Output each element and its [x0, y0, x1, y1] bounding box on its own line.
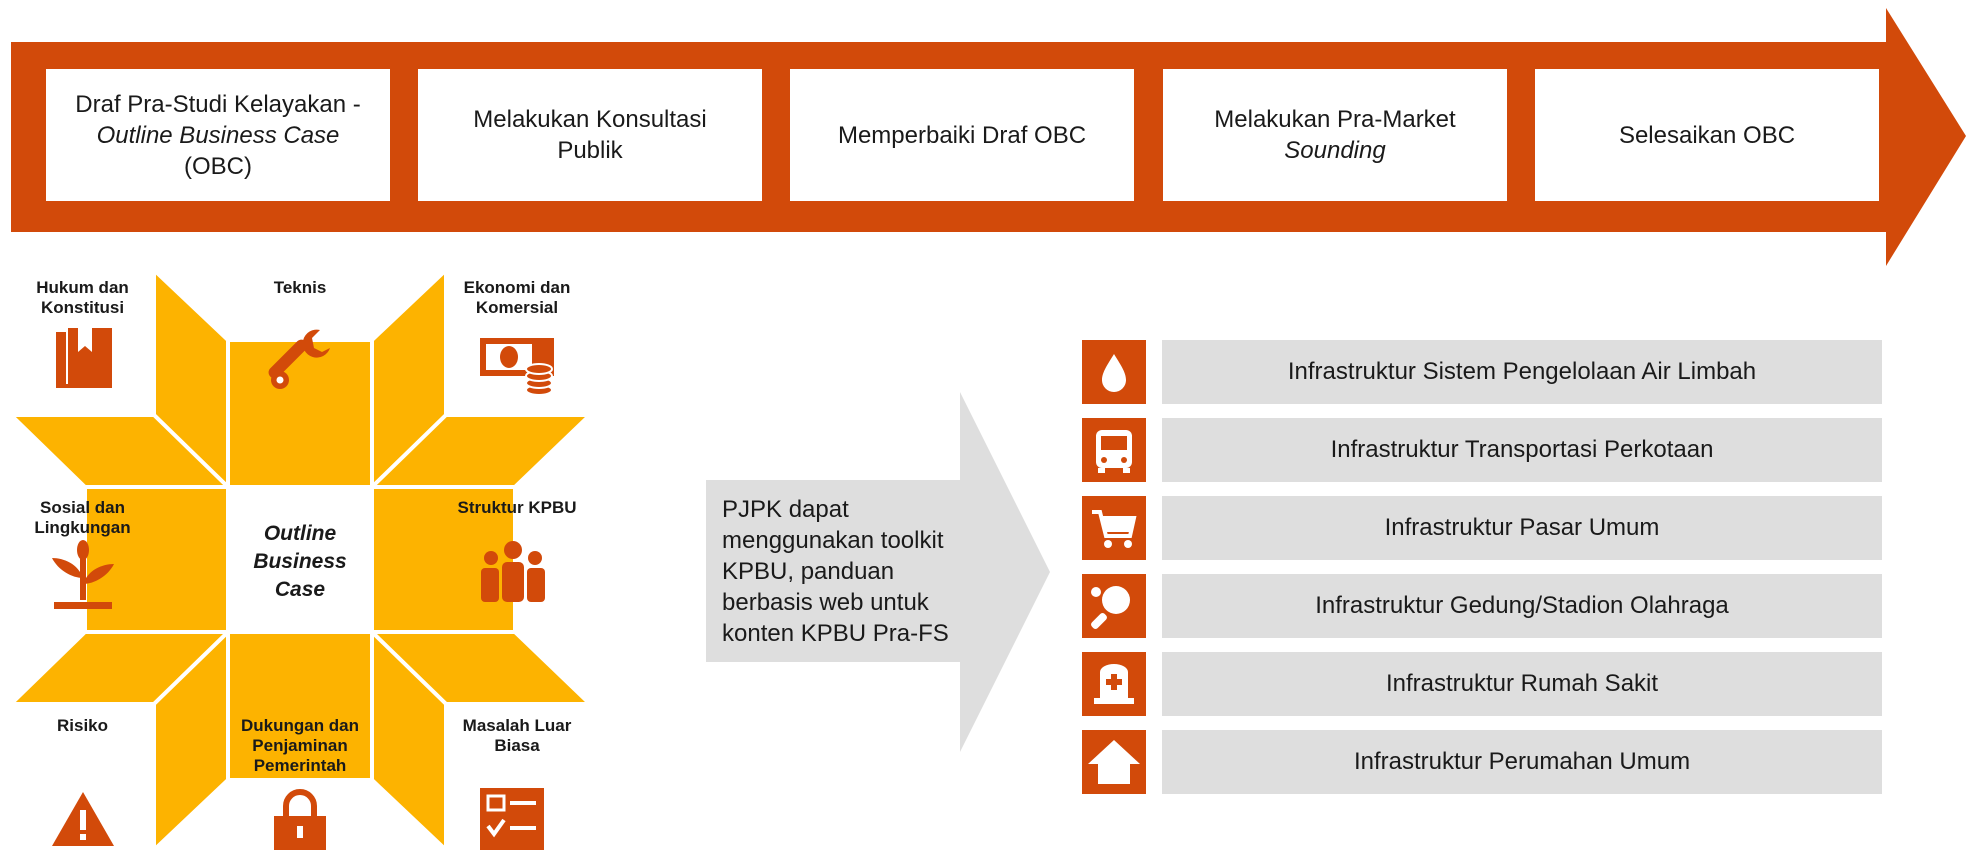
- infra-row-housing: Infrastruktur Perumahan Umum: [1082, 730, 1882, 794]
- process-step-3-line1: Memperbaiki Draf OBC: [837, 121, 1087, 149]
- obc-cell-risiko: Risiko: [20, 716, 145, 736]
- wrench-icon: [268, 329, 330, 389]
- money-icon: [480, 338, 554, 396]
- cart-icon: [1082, 496, 1146, 560]
- infra-row-transport: Infrastruktur Transportasi Perkotaan: [1082, 418, 1882, 482]
- process-step-1-line2: Outline Business Case: [96, 121, 340, 149]
- toolkit-note-line2: menggunakan toolkit: [722, 527, 944, 554]
- people-icon: [481, 541, 545, 602]
- lock-icon: [274, 789, 326, 850]
- obc-cell-risiko-line1: Risiko: [56, 716, 109, 735]
- process-step-3: Memperbaiki Draf OBC: [790, 69, 1134, 201]
- process-step-1-line3: (OBC): [184, 152, 252, 180]
- obc-cell-ekonomi-line1: Ekonomi dan: [463, 278, 571, 297]
- obc-cell-teknis: Teknis: [240, 278, 360, 298]
- obc-cell-dukungan-line2: Penjaminan: [252, 736, 348, 755]
- process-step-4-line1: Melakukan Pra-Market: [1214, 106, 1456, 133]
- hospital-icon: [1082, 652, 1146, 716]
- obc-center-line3: Case: [274, 578, 326, 601]
- obc-cell-masalah-line2: Biasa: [494, 736, 540, 755]
- obc-cell-masalah-line1: Masalah Luar: [462, 716, 572, 735]
- obc-cell-ekonomi: Ekonomi dan Komersial: [452, 278, 582, 318]
- toolkit-note-line1: PJPK dapat: [722, 496, 849, 523]
- process-step-4: Melakukan Pra-Market Sounding: [1163, 69, 1507, 201]
- infra-label-transport: Infrastruktur Transportasi Perkotaan: [1162, 418, 1882, 482]
- toolkit-note-line3: KPBU, panduan: [722, 558, 895, 585]
- process-step-5-line1: Selesaikan OBC: [1618, 121, 1796, 149]
- obc-star-diagram: [6, 265, 595, 850]
- process-step-2-line2: Publik: [557, 137, 623, 164]
- process-step-5: Selesaikan OBC: [1535, 69, 1879, 201]
- obc-cell-sosial: Sosial dan Lingkungan: [20, 498, 145, 538]
- obc-cell-masalah: Masalah Luar Biasa: [452, 716, 582, 756]
- toolkit-note-line5: konten KPBU Pra-FS: [722, 620, 949, 647]
- toolkit-arrow: [706, 392, 1050, 752]
- ping-pong-icon: [1082, 574, 1146, 638]
- obc-cell-sosial-line1: Sosial dan: [39, 498, 126, 517]
- infra-row-market: Infrastruktur Pasar Umum: [1082, 496, 1882, 560]
- process-step-4-line2: Sounding: [1284, 137, 1386, 164]
- infra-label-hospital: Infrastruktur Rumah Sakit: [1162, 652, 1882, 716]
- water-drop-icon: [1082, 340, 1146, 404]
- plant-icon: [52, 540, 114, 609]
- obc-cell-hukum-line1: Hukum dan: [36, 278, 129, 297]
- obc-cell-dukungan-line3: Pemerintah: [253, 756, 347, 775]
- obc-cell-hukum: Hukum dan Konstitusi: [20, 278, 145, 318]
- obc-cell-struktur: Struktur KPBU: [452, 498, 582, 518]
- warning-icon: [52, 792, 114, 846]
- infra-row-hospital: Infrastruktur Rumah Sakit: [1082, 652, 1882, 716]
- obc-center-line1: Outline: [263, 522, 337, 545]
- infra-row-stadium: Infrastruktur Gedung/Stadion Olahraga: [1082, 574, 1882, 638]
- obc-cell-hukum-line2: Konstitusi: [40, 298, 125, 317]
- bus-icon: [1082, 418, 1146, 482]
- checklist-icon: [480, 788, 544, 850]
- house-icon: [1082, 730, 1146, 794]
- infra-label-stadium: Infrastruktur Gedung/Stadion Olahraga: [1162, 574, 1882, 638]
- obc-cell-dukungan-line1: Dukungan dan: [240, 716, 360, 735]
- obc-center-title: Outline Business Case: [230, 520, 370, 604]
- obc-center-line2: Business: [253, 550, 347, 573]
- process-step-2-line1: Melakukan Konsultasi: [473, 106, 707, 133]
- infra-label-market: Infrastruktur Pasar Umum: [1162, 496, 1882, 560]
- obc-cell-ekonomi-line2: Komersial: [475, 298, 559, 317]
- infra-label-housing: Infrastruktur Perumahan Umum: [1162, 730, 1882, 794]
- toolkit-note: PJPK dapat menggunakan toolkit KPBU, pan…: [722, 494, 982, 649]
- infra-row-wastewater: Infrastruktur Sistem Pengelolaan Air Lim…: [1082, 340, 1882, 404]
- process-step-1: Draf Pra-Studi Kelayakan - Outline Busin…: [46, 69, 390, 201]
- obc-cell-sosial-line2: Lingkungan: [34, 518, 131, 537]
- process-step-1-line1: Draf Pra-Studi Kelayakan -: [75, 90, 361, 118]
- infra-label-wastewater: Infrastruktur Sistem Pengelolaan Air Lim…: [1162, 340, 1882, 404]
- obc-cell-dukungan: Dukungan dan Penjaminan Pemerintah: [232, 716, 368, 776]
- toolkit-note-line4: berbasis web untuk: [722, 589, 929, 616]
- obc-cell-teknis-line1: Teknis: [273, 278, 327, 297]
- obc-cell-struktur-line1: Struktur KPBU: [457, 498, 577, 517]
- book-icon: [56, 328, 112, 388]
- process-step-2: Melakukan Konsultasi Publik: [418, 69, 762, 201]
